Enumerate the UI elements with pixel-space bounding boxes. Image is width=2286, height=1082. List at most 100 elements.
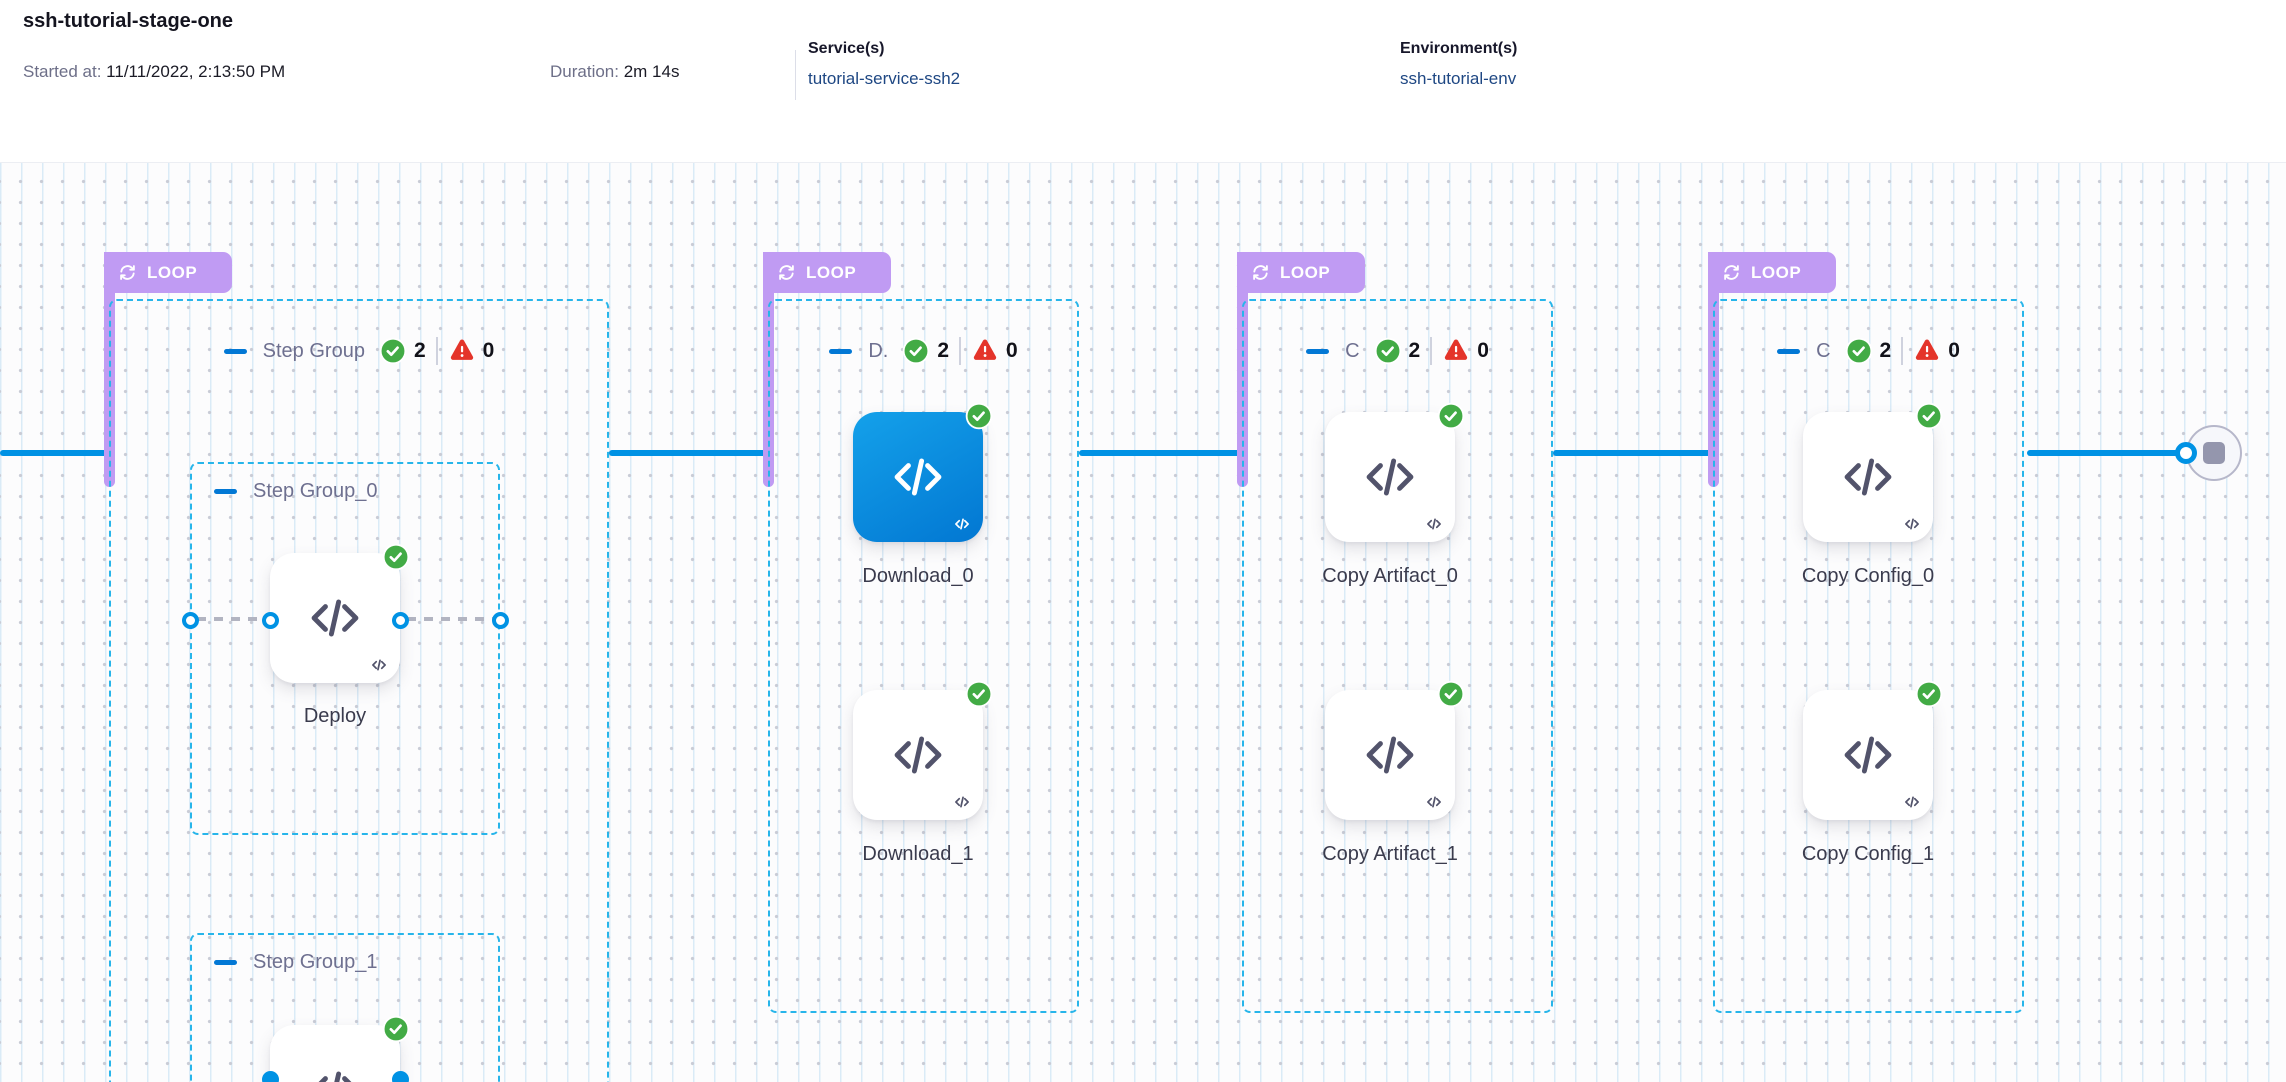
- environment-link[interactable]: ssh-tutorial-env: [1400, 69, 1517, 88]
- step-group-title: Step Group_0: [253, 480, 378, 502]
- warning-icon: [1916, 339, 1939, 360]
- service-link[interactable]: tutorial-service-ssh2: [808, 69, 961, 88]
- warning-icon: [973, 339, 997, 360]
- code-step-icon: [318, 1071, 352, 1082]
- flow-line-segment: [1079, 450, 1242, 456]
- header-divider: [795, 50, 796, 100]
- code-step-mini-icon: [1427, 796, 1441, 808]
- end-node-stop-icon: [2203, 442, 2225, 464]
- pipeline-canvas[interactable]: LOOP LOOP LOOP LOOP Step Group 2 0 Step …: [0, 163, 2286, 1082]
- group-title: D.: [868, 339, 889, 362]
- step-group-1-box: Step Group_1: [190, 933, 500, 1082]
- step-node-download-0[interactable]: [853, 402, 993, 542]
- execution-header: ssh-tutorial-stage-one Started at: 11/11…: [0, 0, 2286, 163]
- group-header: D. 2 0: [770, 337, 1077, 365]
- count-divider: [959, 337, 961, 365]
- code-step-icon: [311, 599, 359, 637]
- success-badge-icon: [382, 543, 410, 571]
- step-node-copy-config-1[interactable]: [1803, 680, 1943, 820]
- connector-port[interactable]: [262, 612, 279, 629]
- started-at-label: Started at:: [23, 62, 102, 81]
- success-badge-icon: [965, 402, 993, 430]
- failed-count: 0: [1006, 339, 1018, 362]
- node-label: Copy Config_1: [1801, 843, 1935, 865]
- loop-icon: [1253, 265, 1268, 280]
- duration: Duration: 2m 14s: [550, 62, 679, 82]
- node-label: Download_0: [862, 565, 974, 587]
- step-node[interactable]: [270, 1015, 410, 1082]
- page-title: ssh-tutorial-stage-one: [23, 10, 234, 32]
- loop-badge-label: LOOP: [1751, 262, 1802, 282]
- step-node-download-1[interactable]: [853, 680, 993, 820]
- node-label: Copy Config_0: [1801, 565, 1935, 587]
- warning-icon: [450, 339, 473, 360]
- loop-icon: [1724, 265, 1739, 280]
- failed-count: 0: [1948, 339, 1960, 362]
- stage-group-copy-config: C 2 0: [1713, 299, 2024, 1013]
- collapse-icon[interactable]: [214, 489, 237, 494]
- services-label: Service(s): [808, 40, 885, 57]
- services-block: Service(s) tutorial-service-ssh2: [808, 40, 960, 89]
- node-label: Download_1: [862, 843, 974, 865]
- success-count: 2: [1879, 339, 1892, 362]
- step-node-copy-config-0[interactable]: [1803, 402, 1943, 542]
- step-group-1-header: Step Group_1: [214, 951, 392, 974]
- count-divider: [1430, 337, 1433, 365]
- loop-badge-label: LOOP: [806, 262, 857, 282]
- flow-line-segment: [1553, 450, 1713, 456]
- connector-port[interactable]: [492, 612, 509, 629]
- code-step-mini-icon: [955, 518, 969, 530]
- code-step-icon: [1366, 736, 1414, 774]
- code-step-mini-icon: [1427, 518, 1441, 530]
- collapse-icon[interactable]: [1306, 348, 1330, 354]
- loop-badge-label: LOOP: [147, 262, 198, 282]
- success-badge-icon: [1437, 402, 1465, 430]
- loop-badge-label: LOOP: [1280, 262, 1331, 282]
- success-count: 2: [1408, 339, 1421, 362]
- success-count: 2: [413, 339, 426, 362]
- step-node-copy-artifact-1[interactable]: [1325, 680, 1465, 820]
- connector-port[interactable]: [182, 612, 199, 629]
- collapse-icon[interactable]: [223, 348, 247, 354]
- success-count: 2: [937, 339, 949, 362]
- code-step-icon: [1844, 458, 1892, 496]
- failed-count: 0: [1477, 339, 1489, 362]
- check-icon: [903, 337, 930, 365]
- collapse-icon[interactable]: [214, 960, 237, 965]
- duration-value: 2m 14s: [623, 62, 680, 81]
- flow-line-segment: [2027, 450, 2187, 456]
- success-badge-icon: [382, 1015, 410, 1043]
- group-title: C: [1816, 339, 1831, 362]
- step-node-deploy[interactable]: [270, 543, 410, 683]
- group-title: Step Group: [262, 339, 365, 362]
- node-label: Copy Artifact_0: [1322, 565, 1458, 587]
- code-step-mini-icon: [955, 796, 969, 808]
- group-title: C: [1345, 339, 1360, 362]
- success-badge-icon: [1915, 680, 1943, 708]
- connector-port[interactable]: [2175, 442, 2197, 464]
- count-divider: [435, 337, 438, 365]
- collapse-icon[interactable]: [1777, 348, 1801, 354]
- loop-icon: [779, 265, 794, 280]
- group-header: Step Group 2 0: [111, 337, 607, 365]
- code-step-icon: [1844, 736, 1892, 774]
- success-badge-icon: [965, 680, 993, 708]
- check-icon: [379, 337, 407, 365]
- flow-line-segment: [609, 450, 768, 456]
- flow-line-segment: [0, 450, 109, 456]
- success-badge-icon: [1915, 402, 1943, 430]
- group-header: C 2 0: [1715, 337, 2022, 365]
- stage-group-download: D. 2 0: [768, 299, 1079, 1013]
- connector-port[interactable]: [392, 1071, 409, 1082]
- duration-label: Duration:: [550, 62, 619, 81]
- edge-connector: [407, 617, 493, 621]
- code-step-icon: [894, 458, 942, 496]
- step-node-copy-artifact-0[interactable]: [1325, 402, 1465, 542]
- node-label: Deploy: [303, 705, 367, 727]
- started-at-value: 11/11/2022, 2:13:50 PM: [106, 62, 286, 81]
- connector-port[interactable]: [392, 612, 409, 629]
- collapse-icon[interactable]: [829, 348, 853, 354]
- edge-connector: [197, 617, 263, 621]
- connector-port[interactable]: [262, 1071, 279, 1082]
- success-badge-icon: [1437, 680, 1465, 708]
